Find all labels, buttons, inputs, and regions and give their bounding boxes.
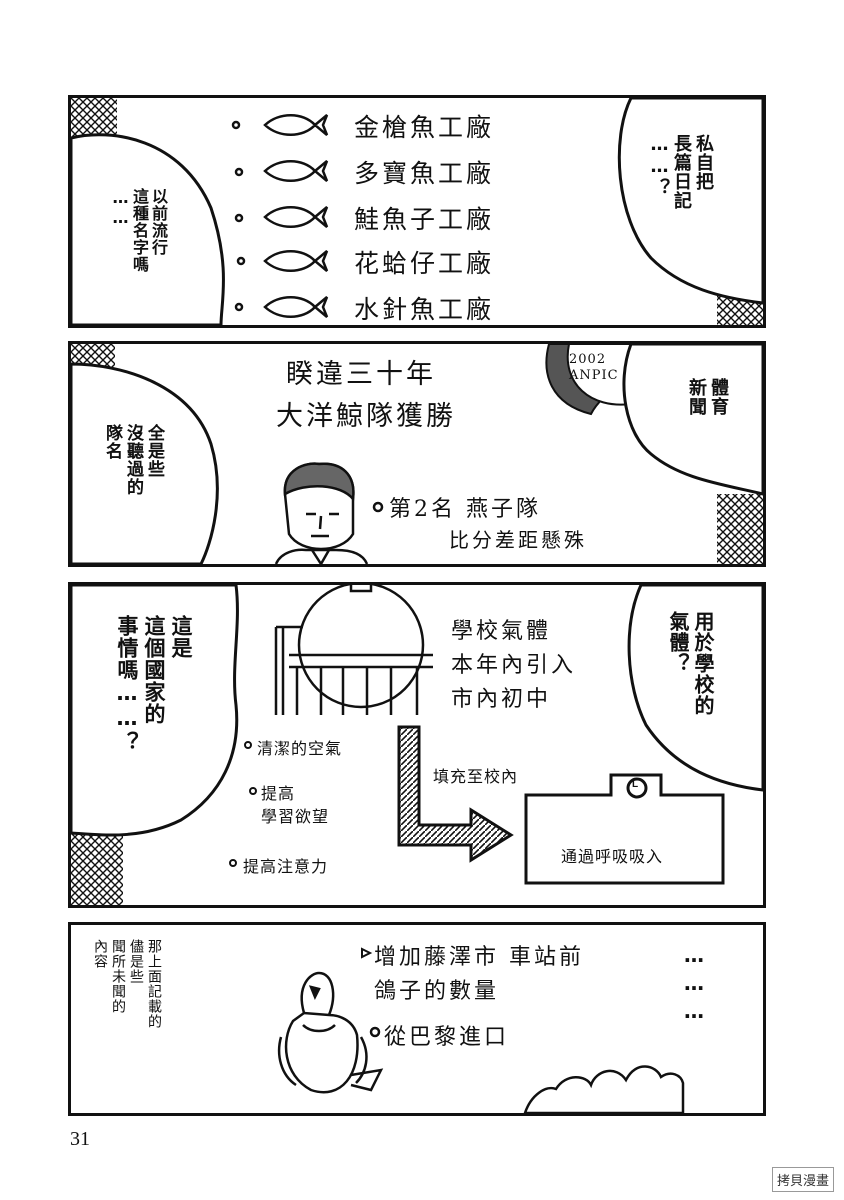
- panel3-art: [71, 585, 763, 905]
- fish-icon: [263, 206, 329, 228]
- speech-bubble-right: 體育 新聞: [685, 378, 729, 416]
- bubble-line: 這種名字嗎: [130, 188, 149, 273]
- bubble-line: ……？: [649, 134, 670, 197]
- panel-fish-factories: 以前流行 這種名字嗎 …… 私自把 長篇日記 ……？ 金槍魚工廠 多寶魚工廠 鮭…: [68, 95, 766, 328]
- gas-tank-drawing: [274, 585, 433, 715]
- fish-item: [261, 112, 331, 142]
- bullet-improve: 提高: [261, 784, 296, 803]
- bubble-line: 這個國家的: [142, 615, 166, 725]
- caption-line: 聞所未聞的: [110, 939, 126, 1014]
- fish-icon: [263, 160, 329, 182]
- panel-pigeons: 那上面記載的 儘是些 聞所未聞的 內容 增加藤澤市 車站前 鴿子的數量 從巴黎進…: [68, 922, 766, 1116]
- speech-bubble-right: 用於學校的 氣體？: [665, 611, 715, 716]
- fish-item-label: 花蛤仔工廠: [354, 249, 495, 278]
- fish-item-label: 水針魚工廠: [354, 295, 495, 324]
- fish-item: [261, 248, 331, 278]
- speech-bubble-right: 私自把 長篇日記 ……？: [648, 134, 714, 210]
- bullet-learning: 學習欲望: [261, 807, 330, 826]
- man-portrait: [274, 462, 369, 564]
- pigeon-item-2: 從巴黎進口: [384, 1025, 510, 1050]
- bubble-line: 事情嗎……？: [115, 615, 139, 753]
- headline-line-2: 大洋鯨隊獲勝: [276, 401, 456, 432]
- bubble-line: 隊名: [102, 424, 122, 460]
- bubble-line: 氣體？: [666, 611, 690, 674]
- bubble-line: 全是些: [144, 424, 164, 478]
- poster-text: 2002 ANPIC: [569, 352, 619, 383]
- box-device: [524, 773, 725, 885]
- title-line-1: 學校氣體: [451, 619, 552, 644]
- bullet-attention: 提高注意力: [243, 857, 329, 876]
- pigeon-item-1: 增加藤澤市 車站前: [374, 945, 584, 970]
- note-line-1: 第2名 燕子隊: [389, 497, 541, 522]
- title-line-2: 本年內引入: [451, 653, 577, 678]
- panel-sports-news: 睽違三十年 大洋鯨隊獲勝 2002 ANPIC 全是些 沒聽過的 隊名 體育 新…: [68, 341, 766, 567]
- fish-icon: [263, 114, 329, 136]
- bubble-line: 用於學校的: [691, 611, 715, 716]
- fish-icon: [263, 250, 329, 272]
- fish-item-label: 多寶魚工廠: [354, 159, 495, 188]
- bubble-line: 沒聽過的: [123, 424, 143, 496]
- arrow-label: 填充至校內: [433, 767, 519, 786]
- box-label: 通過呼吸吸入: [561, 847, 664, 866]
- fish-item-label: 金槍魚工廠: [354, 113, 495, 142]
- panel-school-gas: 這是 這個國家的 事情嗎……？ 用於學校的 氣體？ 學校氣體 本年內引入 市內初…: [68, 582, 766, 908]
- pigeon-item-1b: 鴿子的數量: [374, 979, 500, 1004]
- bubble-line: 長篇日記: [671, 134, 692, 210]
- panel4-art: [277, 947, 685, 1113]
- bubble-line: 新聞: [686, 378, 707, 416]
- speech-bubble-left: 以前流行 這種名字嗎 ……: [111, 188, 168, 273]
- speech-bubble-left: 這是 這個國家的 事情嗎……？: [113, 615, 194, 753]
- caption-line: 儘是些: [128, 939, 144, 984]
- arrow-shape: [397, 725, 514, 863]
- bubble-line: 體育: [708, 378, 729, 416]
- caption-line: 內容: [92, 939, 108, 969]
- bubble-line: 私自把: [693, 134, 714, 191]
- panel2-art: [71, 344, 763, 564]
- fish-item: [261, 204, 331, 234]
- headline-line-1: 睽違三十年: [286, 359, 436, 390]
- pigeon-drawing: [277, 971, 384, 1094]
- title-line-3: 市內初中: [451, 687, 552, 712]
- clock-letter: L: [632, 779, 639, 790]
- watermark: 拷貝漫畫: [771, 1167, 834, 1192]
- fish-item: [261, 158, 331, 188]
- speech-bubble-left: 全是些 沒聽過的 隊名: [101, 424, 164, 496]
- fish-item: [261, 294, 331, 324]
- bubble-line: ……: [111, 188, 130, 228]
- clock-icon: [626, 777, 648, 799]
- bubble-line: 這是: [169, 615, 193, 659]
- caption-left: 那上面記載的 儘是些 聞所未聞的 內容: [91, 939, 163, 1029]
- page-number: 31: [70, 1128, 90, 1150]
- ellipsis-dots: ………: [682, 943, 706, 1027]
- fish-icon: [263, 296, 329, 318]
- bullet-clean-air: 清潔的空氣: [257, 739, 343, 758]
- note-line-2: 比分差距懸殊: [449, 528, 587, 552]
- fish-item-label: 鮭魚子工廠: [354, 205, 495, 234]
- caption-line: 那上面記載的: [146, 939, 162, 1029]
- bubble-line: 以前流行: [149, 188, 168, 256]
- panel1-art: [71, 98, 763, 325]
